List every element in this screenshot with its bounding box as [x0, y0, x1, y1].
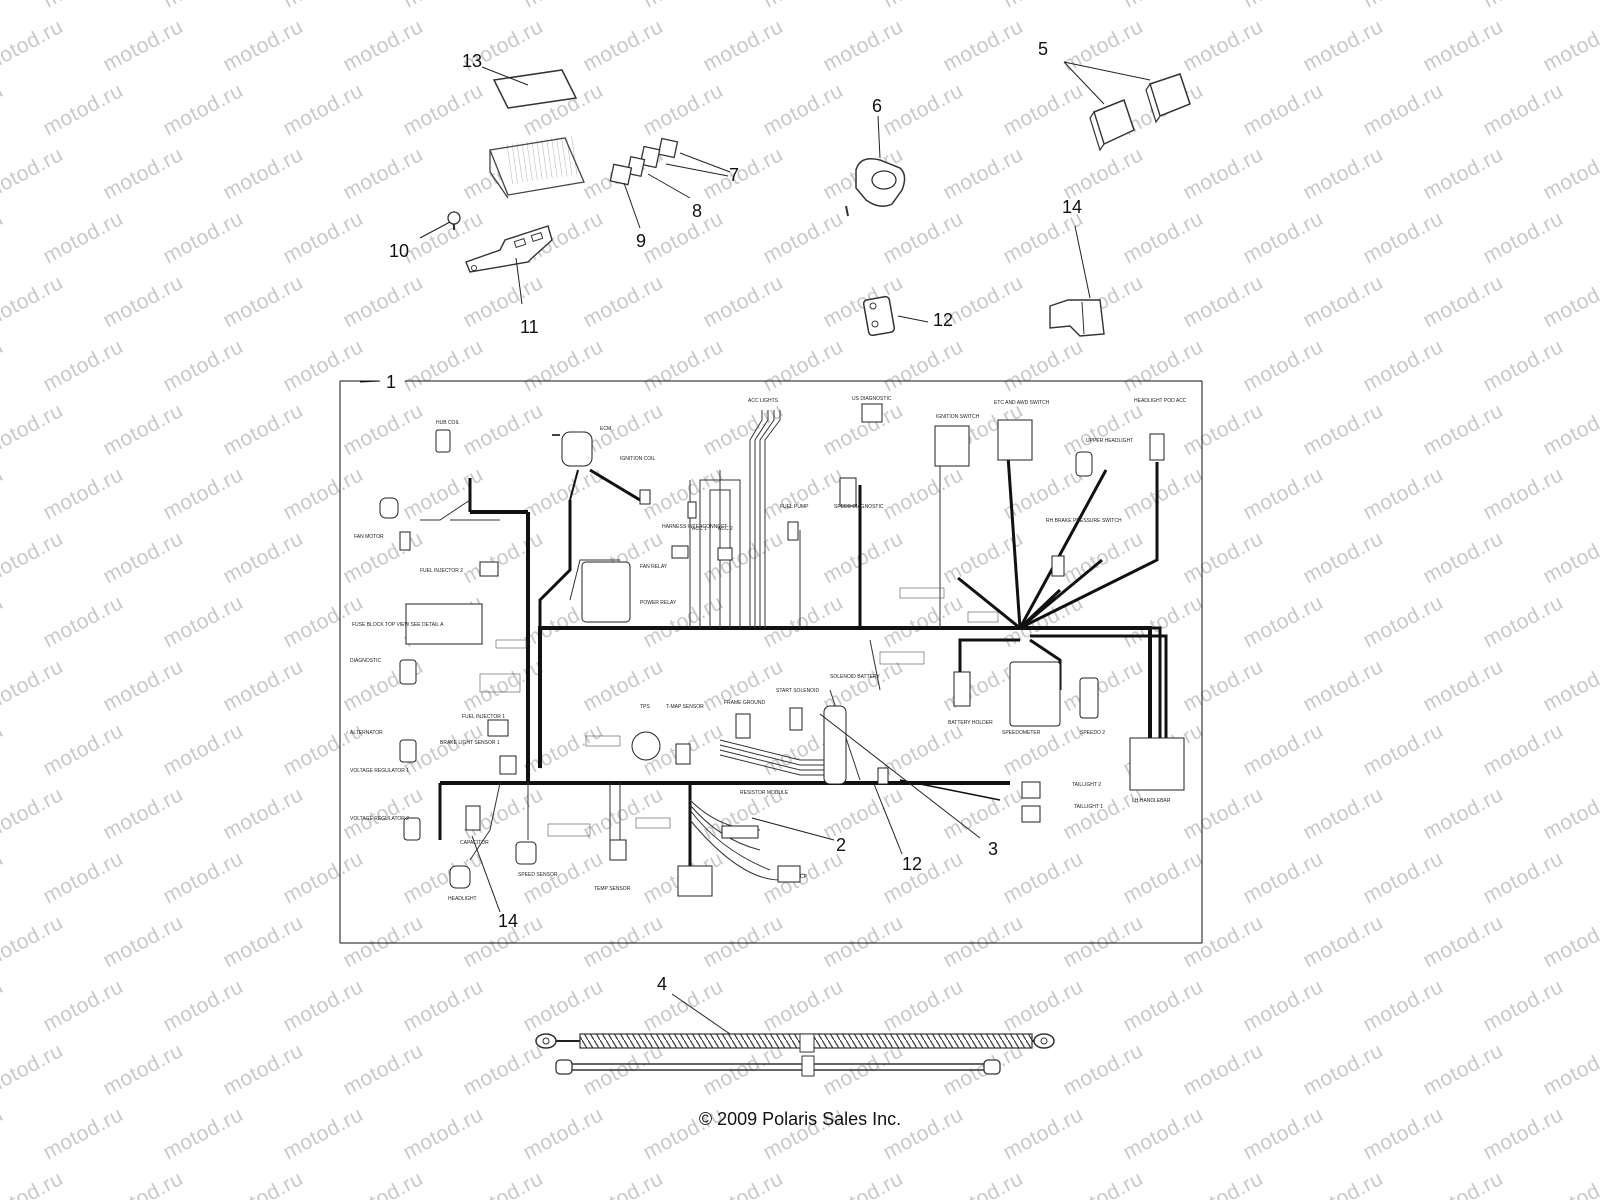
label-upper-headlight: UPPER HEADLIGHT [1086, 438, 1133, 444]
label-tmap-sensor: T-MAP SENSOR [666, 704, 704, 710]
copyright-notice: © 2009 Polaris Sales Inc. [698, 1109, 902, 1129]
label-ignition-coil: IGNITION COIL [620, 456, 656, 462]
harness-trunk-lines [438, 455, 1168, 880]
circuit-breaker-part [862, 295, 929, 337]
terminal-part [1049, 225, 1105, 337]
label-voltage-regulator-1: VOLTAGE REGULATOR 1 [350, 768, 409, 774]
label-acc-lights: ACC LIGHTS [748, 398, 779, 404]
battery-cables-part [535, 993, 1055, 1077]
label-acc-1: ACC 1 [692, 526, 707, 532]
harness-callout-leaders [471, 713, 981, 913]
label-fuel-injector-2: FUEL INJECTOR 2 [420, 568, 463, 574]
label-lh-handlebar: LH HANDLEBAR [1132, 798, 1171, 804]
callout-3: 3 [988, 839, 999, 859]
connector-part [845, 115, 906, 217]
label-us-diagnostic: US DIAGNOSTIC [852, 396, 892, 402]
callout-11: 11 [520, 317, 539, 337]
harness-connectors [379, 403, 1185, 897]
label-brake-light-sensor: BRAKE LIGHT SENSOR 1 [440, 740, 500, 746]
callout-14-harness: 14 [498, 911, 519, 931]
label-speed-sensor: SPEED SENSOR [518, 872, 558, 878]
label-frame-ground: FRAME GROUND [724, 700, 766, 706]
callout-12-breaker: 12 [933, 310, 954, 330]
label-power-relay: POWER RELAY [640, 600, 677, 606]
label-harness-interconnect: HARNESS INTERCONNECT [662, 524, 727, 530]
label-start-solenoid: START SOLENOID [776, 688, 819, 694]
label-fan-relay: FAN RELAY [640, 564, 668, 570]
label-speedometer: SPEEDOMETER [1002, 730, 1041, 736]
harness-thin-wires [420, 410, 1009, 881]
screw-and-bracket-part [419, 211, 553, 305]
label-resistor-module: RESISTOR MODULE [740, 790, 789, 796]
label-temp-sensor: TEMP SENSOR [594, 886, 631, 892]
label-ecm: ECM [600, 426, 611, 432]
label-fuel-injector-1: FUEL INJECTOR 1 [462, 714, 505, 720]
label-tps: TPS [640, 704, 650, 710]
label-speed-diagnostic: SPEED DIAGNOSTIC [834, 504, 884, 510]
callout-7: 7 [729, 165, 740, 185]
callout-6: 6 [872, 96, 883, 116]
label-brake-pressure-switch: RH BRAKE PRESSURE SWITCH [1046, 518, 1122, 524]
callout-9: 9 [636, 231, 647, 251]
label-hub-coil: HUB COIL [436, 420, 460, 426]
label-ignition-switch: IGNITION SWITCH [936, 414, 980, 420]
label-acc-2: ACC 2 [718, 526, 733, 532]
label-voltage-regulator-2: VOLTAGE REGULATOR 2 [350, 816, 409, 822]
main-harness-panel [339, 380, 1203, 944]
callout-1: 1 [386, 372, 397, 392]
label-fuse-block: FUSE BLOCK TOP VIEW SEE DETAIL A [352, 622, 444, 628]
callout-10: 10 [389, 241, 410, 261]
label-fuel-pump: FUEL PUMP [780, 504, 809, 510]
label-speedo-2: SPEEDO 2 [1080, 730, 1105, 736]
label-taillight-2: TAILLIGHT 2 [1072, 782, 1101, 788]
harness-spec-text [479, 434, 999, 837]
callout-12-harness: 12 [902, 854, 923, 874]
harness-device-labels: HUB COIL IGNITION COIL ECM ACC LIGHTS US… [350, 396, 1187, 902]
label-headlight: HEADLIGHT [448, 896, 477, 902]
label-alternator: ALTERNATOR [350, 730, 383, 736]
label-battery-holder: BATTERY HOLDER [948, 720, 993, 726]
label-fan-motor: FAN MOTOR [354, 534, 384, 540]
callout-14-terminal: 14 [1062, 197, 1083, 217]
label-solenoid-battery: SOLENOID BATTERY [830, 674, 880, 680]
callout-4: 4 [657, 974, 668, 994]
fuses-part [609, 137, 731, 229]
label-diagnostic: DIAGNOSTIC [350, 658, 382, 664]
label-cp: CP [800, 874, 808, 880]
label-headlight-pod-acc: HEADLIGHT POD ACC [1134, 398, 1187, 404]
callout-8: 8 [692, 201, 703, 221]
callout-2: 2 [836, 835, 847, 855]
callout-13: 13 [462, 51, 483, 71]
fuse-box-cover-part [481, 66, 585, 199]
label-etc-awd-switch: ETC AND AWD SWITCH [994, 400, 1050, 406]
relays-part [1063, 61, 1191, 152]
label-taillight-1: TAILLIGHT 1 [1074, 804, 1103, 810]
callout-5: 5 [1038, 39, 1049, 59]
